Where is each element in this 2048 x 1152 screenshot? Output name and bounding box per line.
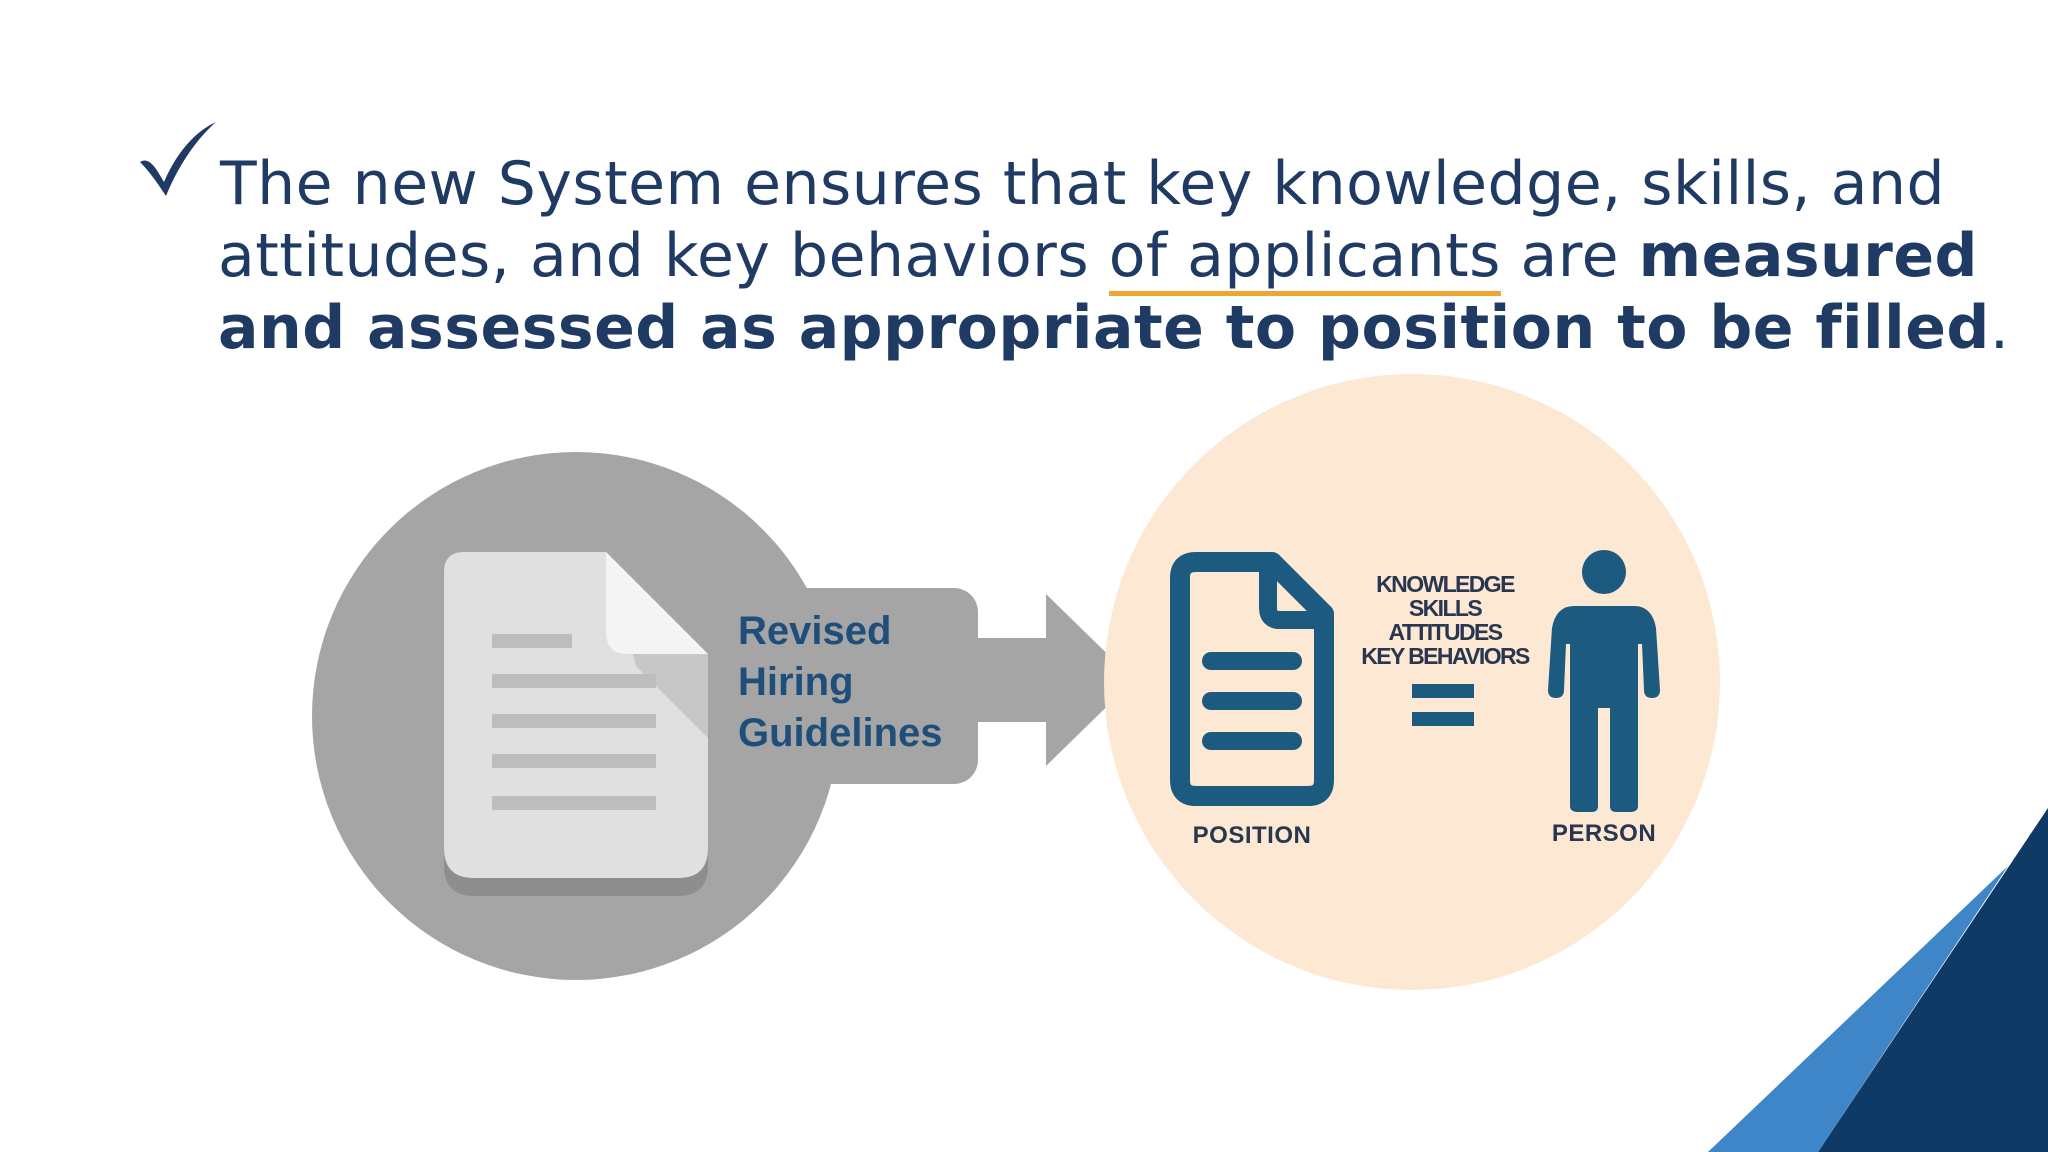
document-icon: [444, 552, 708, 896]
headline: The new System ensures that key knowledg…: [218, 148, 2020, 364]
attribute-item: KNOWLEDGE: [1376, 571, 1515, 597]
headline-line-3: and assessed as appropriate to position …: [218, 292, 2020, 364]
arrow-right-icon: [960, 594, 1134, 766]
guidelines-label-line: Revised: [738, 609, 892, 653]
headline-line-2-text: attitudes, and key behaviors: [218, 221, 1109, 291]
position-caption: POSITION: [1192, 822, 1312, 849]
corner-decoration: [1708, 808, 2048, 1152]
guidelines-label: Revised Hiring Guidelines: [738, 606, 978, 759]
attribute-list: KNOWLEDGE SKILLS ATTITUDES KEY BEHAVIORS: [1340, 572, 1550, 668]
checkmark-icon: [140, 122, 216, 196]
person-icon: [1548, 550, 1660, 812]
guidelines-label-line: Hiring: [738, 660, 854, 704]
headline-line-2-connector: are: [1500, 221, 1639, 291]
person-caption: PERSON: [1551, 820, 1657, 847]
headline-period: .: [1989, 293, 2010, 363]
guidelines-label-box: [712, 588, 978, 784]
attribute-item: ATTITUDES: [1388, 619, 1504, 645]
position-document-icon: [1170, 552, 1334, 806]
headline-line-2: attitudes, and key behaviors of applican…: [218, 220, 2020, 296]
headline-bold-phrase: and assessed as appropriate to position …: [218, 293, 1990, 363]
headline-bold-measured: measured: [1638, 221, 1979, 291]
attribute-item: SKILLS: [1408, 595, 1483, 621]
equals-icon: [1412, 684, 1474, 726]
headline-line-1: The new System ensures that key knowledg…: [220, 149, 1946, 219]
attribute-item: KEY BEHAVIORS: [1361, 643, 1530, 669]
guidelines-label-line: Guidelines: [738, 711, 943, 755]
underlined-phrase: of applicants: [1108, 221, 1501, 296]
